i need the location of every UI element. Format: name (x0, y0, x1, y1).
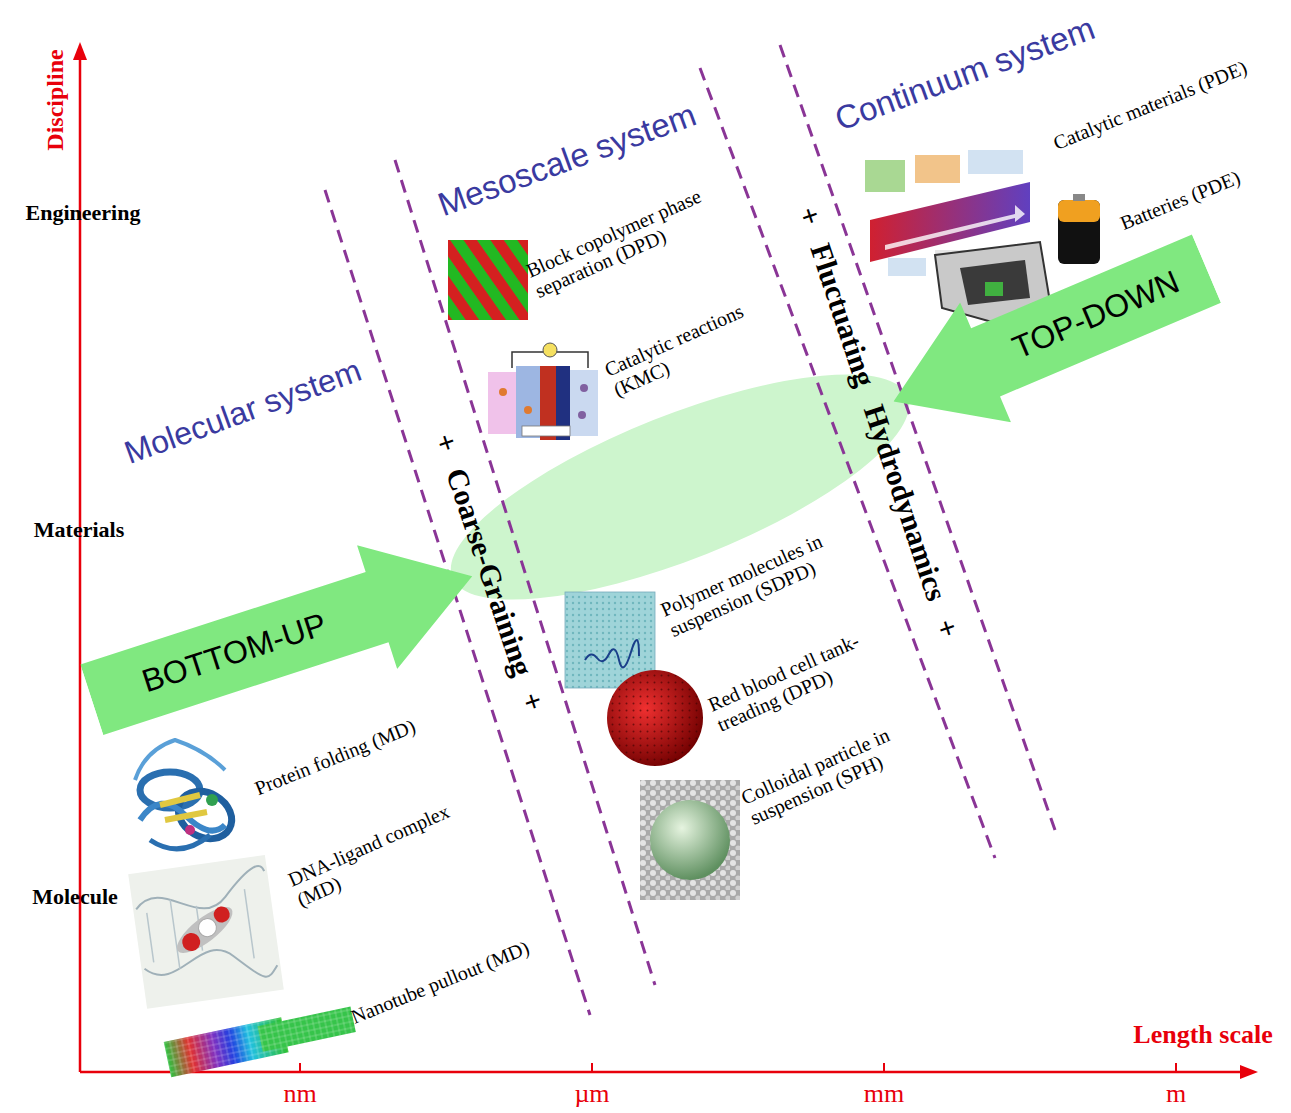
image-caption: Red blood cell tank-treading (DPD) (705, 614, 906, 736)
arrow-fill (72, 514, 493, 761)
axis-tick-label: mm (864, 1080, 904, 1109)
axis-tick-label: Materials (34, 518, 124, 542)
axis-tick-label: µm (574, 1080, 609, 1109)
axis-title: Length scale (1133, 1021, 1272, 1050)
axis-title: Discipline (42, 49, 68, 150)
image-caption: Block copolymer phase separation (DPD) (523, 174, 737, 302)
nanotube-image (164, 1003, 357, 1078)
arrow-fill (868, 209, 1232, 462)
image-caption: DNA-ligand complex (MD) (285, 789, 486, 911)
catalytic-cell-image (488, 343, 598, 440)
bottom-up-arrow: BOTTOM-UP (72, 514, 493, 761)
copolymer-image (448, 240, 528, 320)
image-caption: Colloidal particle in suspension (SPH) (738, 707, 939, 829)
image-caption: Batteries (PDE) (1117, 166, 1243, 234)
axis-tick-label: Molecule (32, 885, 118, 909)
dna-image (128, 855, 284, 1009)
region-label: Molecular system (120, 353, 366, 471)
red-blood-cell-image (607, 670, 703, 766)
protein-image (135, 740, 240, 849)
axis-tick-label: Engineering (26, 201, 141, 225)
axes (73, 42, 1258, 1079)
scale-boundaries (325, 45, 1055, 1015)
image-caption: Protein folding (MD) (252, 715, 419, 799)
axis-tick-label: nm (283, 1080, 316, 1109)
image-caption: Catalytic materials (PDE) (1050, 56, 1250, 154)
image-caption: Catalytic reactions (KMC) (601, 289, 779, 400)
colloid-image (640, 780, 740, 900)
region-label: Continuum system (830, 10, 1099, 138)
image-caption: Nanotube pullout (MD) (348, 936, 532, 1028)
axis-tick-label: m (1166, 1080, 1186, 1109)
